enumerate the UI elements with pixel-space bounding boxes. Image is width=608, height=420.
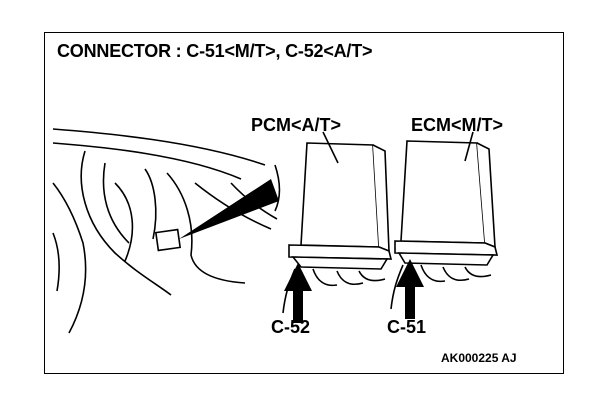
pcm-connector-label: C-52 [271,317,311,337]
diagram-title: CONNECTOR : C-51<M/T>, C-52<A/T> [57,41,373,61]
connector-location-marker [154,179,279,252]
connector-illustration [52,128,499,334]
figure-code: AK000225 AJ [441,351,517,365]
diagram-frame: CONNECTOR : C-51<M/T>, C-52<A/T> [44,32,564,374]
ecm-connector-arrow [396,259,424,319]
ecm-module [394,140,499,266]
ecm-harness [390,264,492,310]
pcm-label: PCM<A/T> [251,115,342,135]
ecm-label: ECM<M/T> [411,115,504,135]
pcm-leader-line [322,131,339,164]
pcm-module [288,142,393,270]
ecm-leader-line [464,131,474,162]
pcm-connector-arrow [284,263,312,323]
ecm-connector-label: C-51 [387,317,427,337]
